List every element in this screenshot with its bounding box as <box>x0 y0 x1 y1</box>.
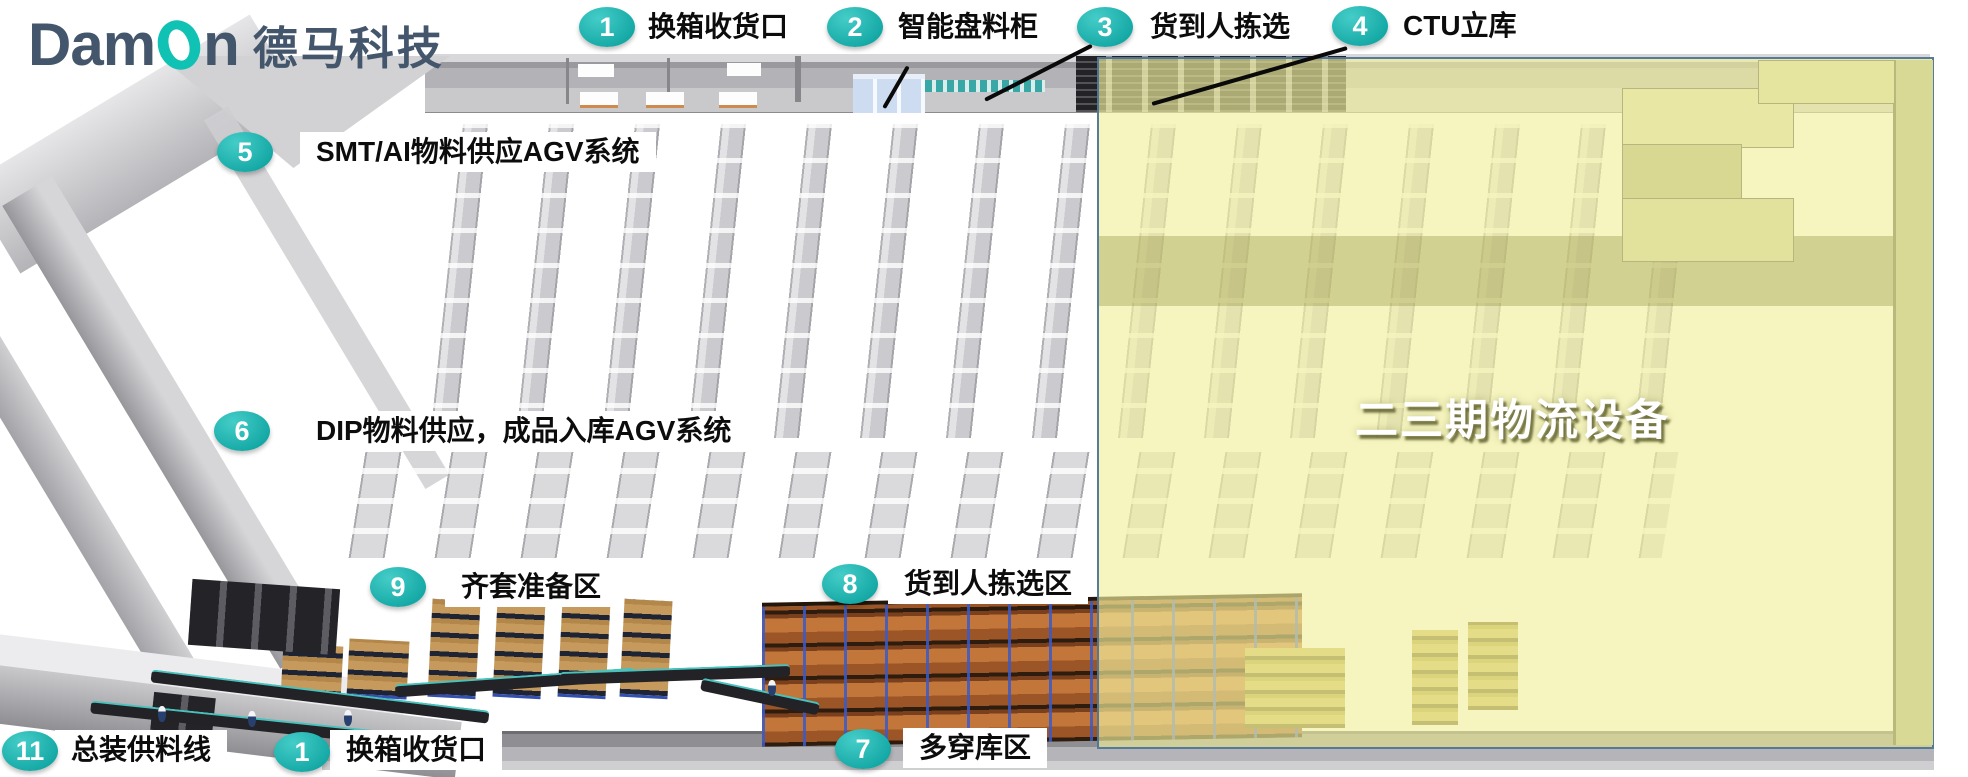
door-opening <box>580 92 618 108</box>
door-opening <box>727 63 761 76</box>
callout-bubble-11: 11 <box>2 731 58 771</box>
logo-o-slash <box>165 26 194 63</box>
worker-figure <box>344 710 352 726</box>
wall-partition <box>795 56 801 102</box>
smart-cabinets <box>853 74 925 113</box>
callout-bubble-4: 4 <box>1332 6 1388 46</box>
callout-label-11: 总装供料线 <box>55 730 228 770</box>
overlay-title: 二三期物流设备 <box>1355 397 1670 445</box>
corner-structure <box>1758 60 1895 104</box>
wall-partition <box>566 58 569 104</box>
callout-label-2: 智能盘料柜 <box>898 11 1039 42</box>
worker-figure <box>248 711 256 727</box>
picking-conveyor <box>925 80 1045 92</box>
callout-label-8: 货到人拣选区 <box>888 564 1089 604</box>
callout-bubble-5: 5 <box>217 132 273 172</box>
phase2-overlay <box>1097 57 1934 749</box>
callout-bubble-7: 7 <box>835 729 891 769</box>
callout-label-1-bottom: 换箱收货口 <box>330 730 503 770</box>
callout-bubble-9: 9 <box>370 567 426 607</box>
door-opening <box>719 92 757 108</box>
tote-stack <box>187 578 341 656</box>
callout-label-5: SMT/AI物料供应AGV系统 <box>300 132 656 172</box>
corner-structure <box>1622 198 1794 262</box>
overlay-mezzanine-band <box>1099 236 1928 306</box>
logo: Dam n 德马科技 <box>28 12 445 77</box>
corner-structure <box>1622 144 1742 202</box>
logo-o-icon <box>151 14 207 75</box>
logo-text-latin-2: n <box>203 10 240 78</box>
worker-figure <box>158 706 166 722</box>
callout-bubble-8: 8 <box>822 564 878 604</box>
callout-bubble-6: 6 <box>214 411 270 451</box>
callout-bubble-1-top: 1 <box>579 7 635 47</box>
callout-label-9: 齐套准备区 <box>445 567 618 607</box>
callout-bubble-1-bottom: 1 <box>274 732 330 772</box>
callout-bubble-2: 2 <box>827 7 883 47</box>
logo-text-cn: 德马科技 <box>252 23 445 74</box>
door-opening <box>578 64 614 77</box>
callout-label-7: 多穿库区 <box>903 728 1048 768</box>
callout-label-3: 货到人拣选 <box>1150 11 1291 42</box>
pallet-stack <box>619 598 673 700</box>
wall-partition <box>667 58 670 104</box>
worker-figure <box>768 680 776 696</box>
door-opening <box>646 92 684 108</box>
callout-label-6: DIP物料供应，成品入库AGV系统 <box>300 411 748 451</box>
callout-bubble-3: 3 <box>1077 7 1133 47</box>
logo-text-latin-1: Dam <box>28 10 156 78</box>
callout-label-4: CTU立库 <box>1403 10 1517 41</box>
callout-label-1-top: 换箱收货口 <box>648 11 789 42</box>
right-wall <box>1893 60 1933 745</box>
